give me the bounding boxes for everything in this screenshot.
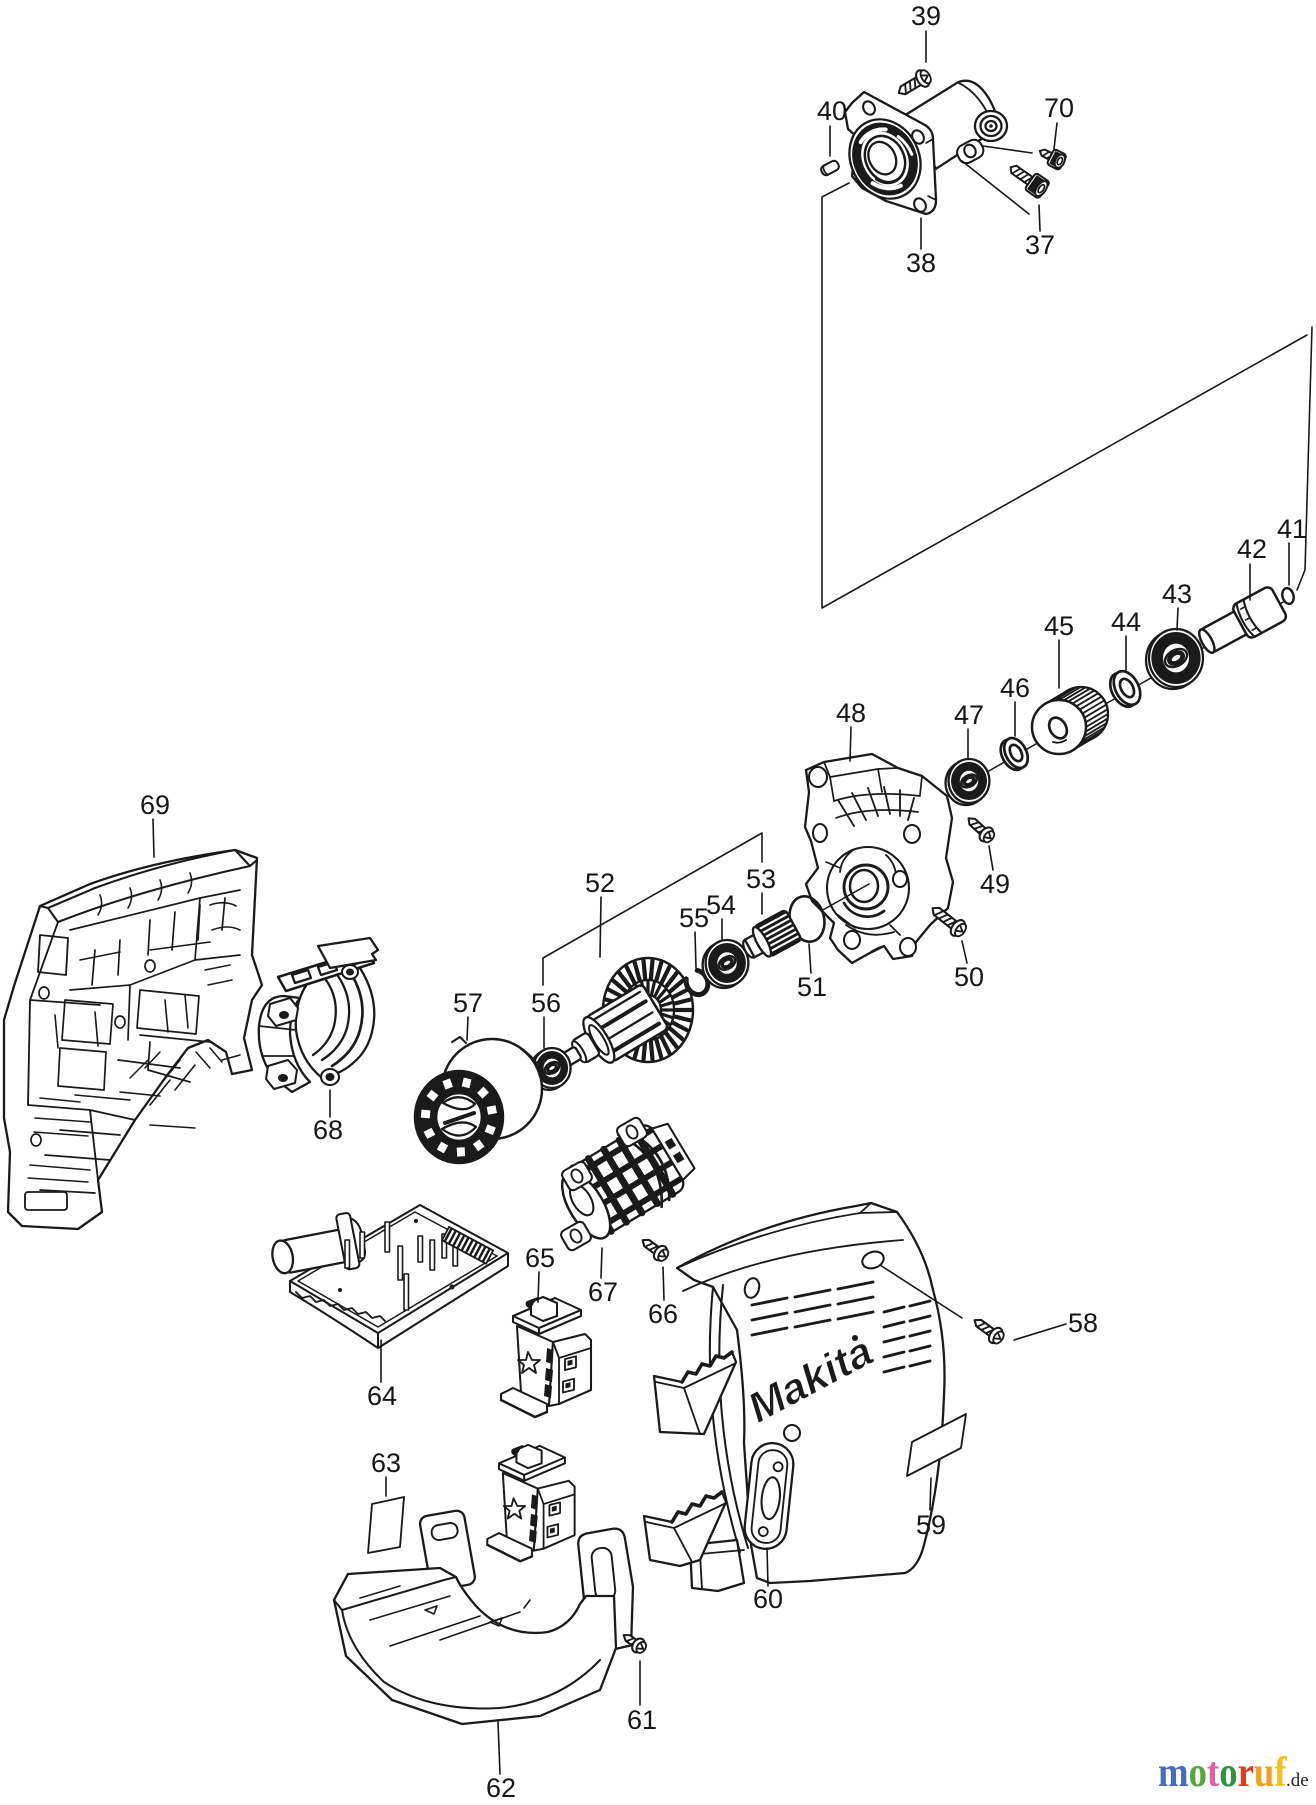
svg-text:52: 52 bbox=[585, 868, 615, 898]
svg-text:46: 46 bbox=[1000, 673, 1030, 703]
svg-text:62: 62 bbox=[486, 1773, 516, 1800]
svg-text:motoruf: motoruf bbox=[1158, 1749, 1287, 1796]
svg-text:68: 68 bbox=[313, 1115, 343, 1145]
svg-text:44: 44 bbox=[1111, 607, 1141, 637]
svg-text:55: 55 bbox=[679, 903, 709, 933]
svg-text:66: 66 bbox=[648, 1299, 678, 1329]
svg-text:49: 49 bbox=[980, 869, 1010, 899]
svg-text:41: 41 bbox=[1277, 514, 1307, 544]
svg-text:43: 43 bbox=[1162, 579, 1192, 609]
svg-text:70: 70 bbox=[1044, 93, 1074, 123]
svg-text:38: 38 bbox=[906, 248, 936, 278]
svg-text:56: 56 bbox=[531, 988, 561, 1018]
svg-text:61: 61 bbox=[627, 1705, 657, 1735]
svg-text:48: 48 bbox=[836, 698, 866, 728]
svg-text:67: 67 bbox=[588, 1277, 618, 1307]
svg-text:64: 64 bbox=[367, 1381, 397, 1411]
svg-text:58: 58 bbox=[1068, 1308, 1098, 1338]
svg-text:69: 69 bbox=[140, 790, 170, 820]
svg-text:47: 47 bbox=[954, 700, 984, 730]
svg-text:.de: .de bbox=[1286, 1770, 1309, 1791]
svg-text:54: 54 bbox=[706, 890, 736, 920]
svg-text:40: 40 bbox=[817, 96, 847, 126]
svg-text:37: 37 bbox=[1025, 230, 1055, 260]
svg-text:39: 39 bbox=[911, 1, 941, 31]
svg-text:57: 57 bbox=[453, 988, 483, 1018]
svg-text:65: 65 bbox=[525, 1243, 555, 1273]
svg-text:63: 63 bbox=[371, 1448, 401, 1478]
svg-text:59: 59 bbox=[916, 1510, 946, 1540]
svg-text:53: 53 bbox=[746, 864, 776, 894]
svg-text:50: 50 bbox=[954, 962, 984, 992]
svg-text:60: 60 bbox=[753, 1584, 783, 1614]
svg-text:42: 42 bbox=[1237, 534, 1267, 564]
svg-text:51: 51 bbox=[797, 972, 827, 1002]
svg-text:45: 45 bbox=[1044, 611, 1074, 641]
